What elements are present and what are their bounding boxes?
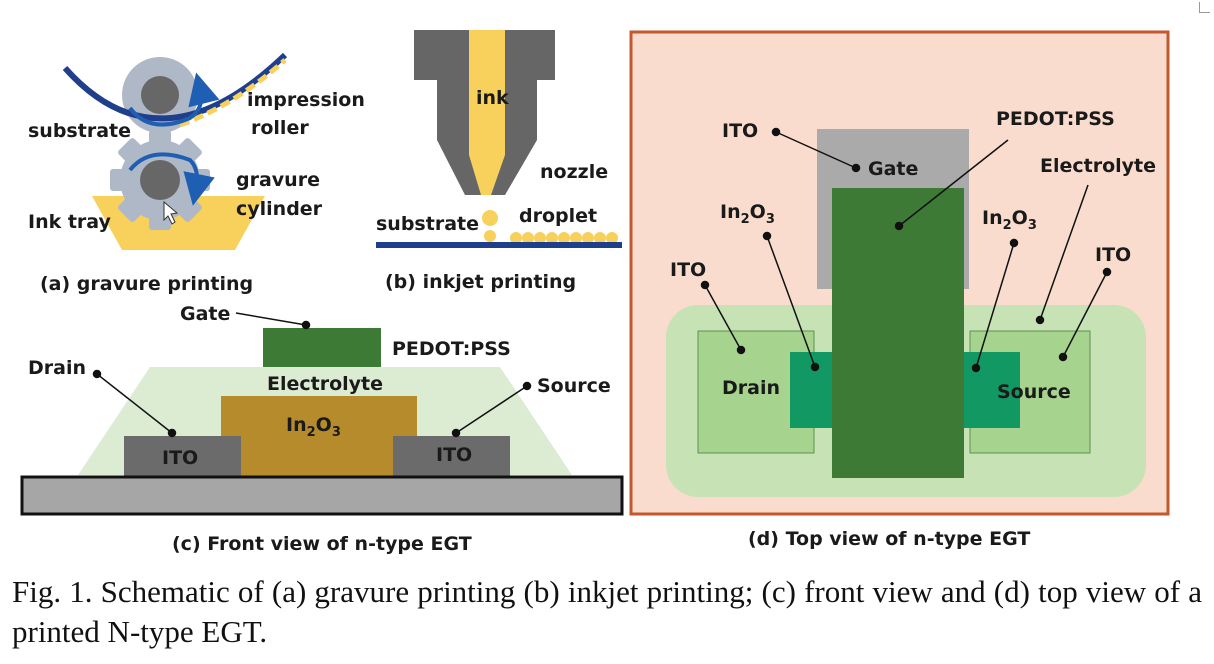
substrate-web bbox=[62, 52, 288, 122]
label-pedot-c: PEDOT:PSS bbox=[392, 338, 511, 360]
label-ito-left-c: ITO bbox=[162, 447, 198, 469]
label-ink-tray: Ink tray bbox=[28, 211, 112, 233]
caption-a: (a) gravure printing bbox=[40, 273, 253, 295]
panel-d-top-view: ITO PEDOT:PSS Gate Electrolyte In2O3 In2… bbox=[629, 30, 1170, 550]
inkjet-substrate bbox=[376, 242, 622, 248]
label-ito-right-d: ITO bbox=[1095, 244, 1131, 266]
deposited-droplets bbox=[510, 232, 618, 244]
label-source-c: Source bbox=[537, 375, 611, 397]
label-drain-d: Drain bbox=[722, 377, 780, 399]
label-droplet: droplet bbox=[519, 205, 597, 227]
panel-c-front-view: Gate PEDOT:PSS Electrolyte Drain Source … bbox=[20, 303, 624, 555]
pedot-gate-top bbox=[832, 188, 964, 478]
label-source-d: Source bbox=[997, 381, 1071, 403]
label-roller: roller bbox=[251, 117, 309, 139]
cylinder-rotation-arrow bbox=[128, 152, 215, 206]
panel-a-gravure: substrate impression roller gravure cyli… bbox=[28, 52, 365, 295]
caption-b: (b) inkjet printing bbox=[385, 271, 576, 293]
label-substrate: substrate bbox=[28, 120, 131, 142]
label-ito-right-c: ITO bbox=[436, 444, 472, 466]
in2o3-layer bbox=[221, 396, 417, 476]
label-gate-c: Gate bbox=[180, 303, 230, 325]
panel-b-inkjet: ink nozzle substrate droplet (b) inkjet … bbox=[376, 30, 622, 293]
label-ito-top-d: ITO bbox=[722, 120, 758, 142]
label-pedot-d: PEDOT:PSS bbox=[996, 108, 1115, 130]
label-electrolyte-c: Electrolyte bbox=[267, 373, 383, 395]
ito-left-electrode bbox=[124, 436, 241, 476]
label-drain-c: Drain bbox=[28, 357, 86, 379]
label-cylinder: cylinder bbox=[236, 198, 323, 220]
label-nozzle: nozzle bbox=[540, 161, 608, 183]
pedot-gate bbox=[263, 328, 381, 367]
figure-caption: Fig. 1. Schematic of (a) gravure printin… bbox=[12, 574, 1202, 649]
label-in2o3-left-d: In2O3 bbox=[720, 201, 775, 227]
label-ito-left-d: ITO bbox=[670, 259, 706, 281]
label-in2o3-right-d: In2O3 bbox=[982, 207, 1037, 233]
gravure-cylinder-gear bbox=[110, 130, 210, 230]
cursor-icon bbox=[163, 200, 179, 225]
corner-mark bbox=[1199, 2, 1210, 13]
label-substrate-b: substrate bbox=[376, 213, 479, 235]
ito-right-electrode bbox=[393, 436, 510, 476]
figure-1-schematic: substrate impression roller gravure cyli… bbox=[20, 30, 1170, 555]
label-impression: impression bbox=[247, 89, 365, 111]
ink-channel bbox=[469, 30, 505, 195]
label-in2o3-c: In2O3 bbox=[286, 414, 341, 440]
base-substrate bbox=[20, 475, 624, 516]
roller-rotation-arrow bbox=[128, 72, 220, 127]
caption-c: (c) Front view of n-type EGT bbox=[172, 533, 472, 555]
label-electrolyte-d: Electrolyte bbox=[1040, 155, 1156, 177]
label-ink: ink bbox=[476, 87, 509, 109]
caption-d: (d) Top view of n-type EGT bbox=[748, 528, 1030, 550]
label-gate-d: Gate bbox=[868, 158, 918, 180]
label-gravure: gravure bbox=[236, 169, 320, 191]
